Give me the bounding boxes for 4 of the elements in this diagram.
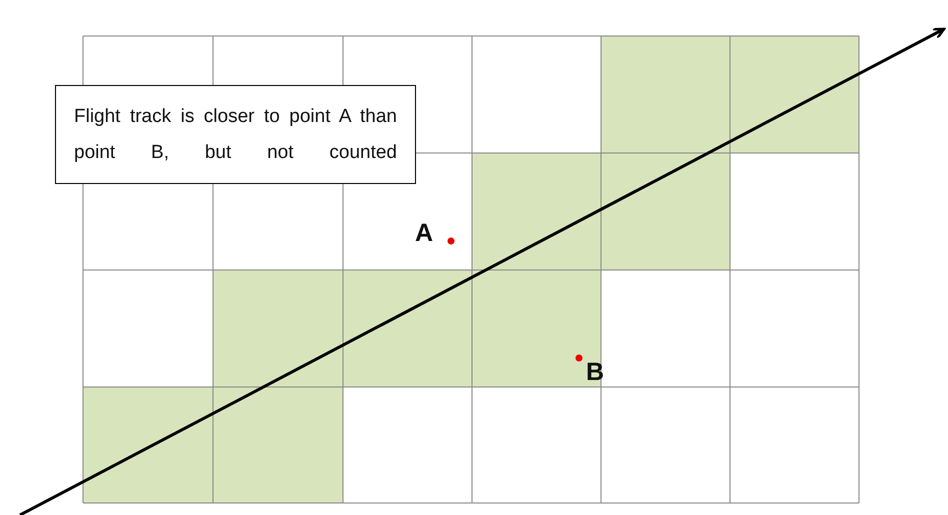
callout-text: Flight track is closer to point A than point B, but not counted — [74, 104, 397, 164]
point-label: A — [415, 221, 434, 246]
callout-box — [55, 85, 416, 184]
point-label: B — [586, 360, 604, 385]
